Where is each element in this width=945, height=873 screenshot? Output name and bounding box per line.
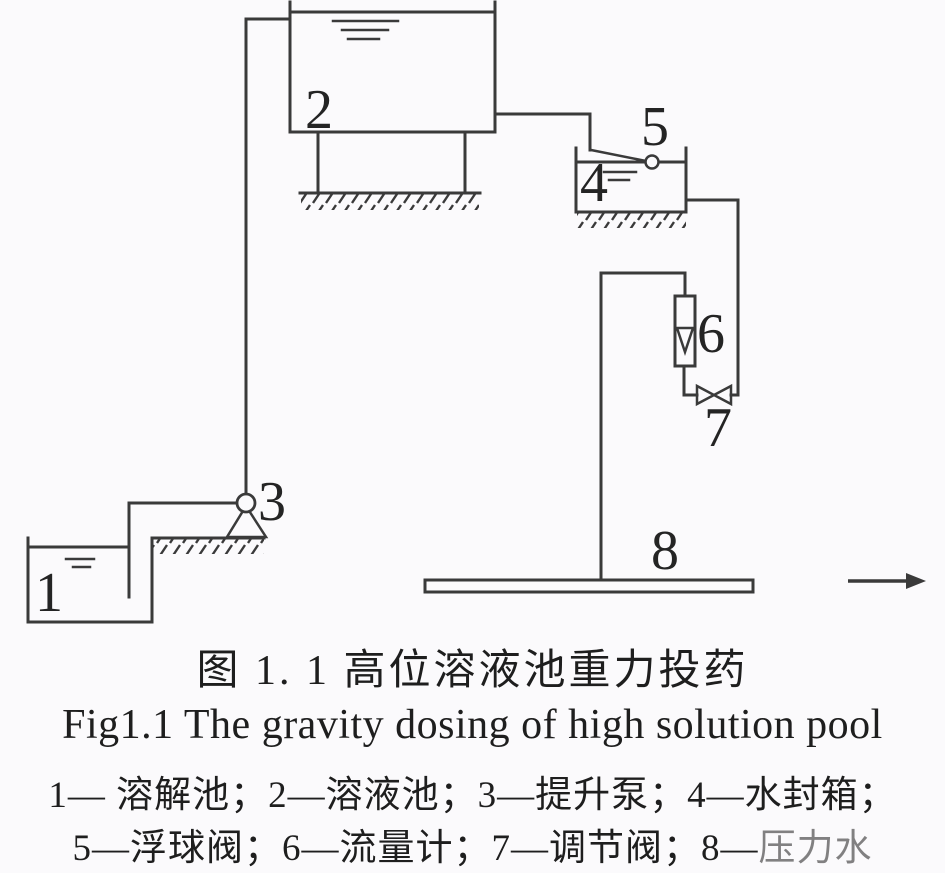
sealbox-outlet-pipe bbox=[684, 198, 740, 397]
piping bbox=[127, 17, 740, 599]
label-lift-pump: 3 bbox=[258, 471, 286, 533]
solution-pool-tank: 2 bbox=[288, 0, 497, 210]
flow-direction-arrow-icon bbox=[848, 573, 926, 589]
pump-suction-pipe bbox=[127, 501, 239, 599]
water-seal-box: 4 5 bbox=[574, 96, 688, 228]
label-flow-meter: 6 bbox=[697, 303, 725, 365]
flowmeter-body-icon bbox=[673, 294, 697, 368]
process-flow-diagram: 2 4 5 6 bbox=[26, 0, 926, 624]
arrow-head bbox=[906, 573, 926, 589]
label-dissolving-pool: 1 bbox=[35, 562, 63, 624]
figure-title-cn: 图 1. 1 高位溶液池重力投药 bbox=[196, 648, 749, 694]
float-valve-arm bbox=[589, 148, 648, 163]
pump-support-icon bbox=[224, 503, 269, 539]
float-ball-icon bbox=[644, 154, 660, 170]
tank2-outlet-pipe bbox=[493, 112, 592, 152]
lift-pump: 3 bbox=[150, 471, 286, 554]
label-pressure-pipe: 8 bbox=[651, 520, 679, 582]
label-regulating-valve: 7 bbox=[704, 397, 732, 459]
tank4-ground-hatch-icon bbox=[577, 213, 686, 228]
legend-line-2: 5—浮球阀；6—流量计；7—调节阀；8—压力水 bbox=[0, 817, 945, 871]
valve-icon bbox=[711, 383, 733, 407]
pressure-water-pipe: 8 bbox=[423, 520, 755, 594]
legend-line-2-faded: 压力水 bbox=[758, 828, 873, 869]
flowmeter-float-icon bbox=[675, 326, 695, 356]
regulating-valve: 7 bbox=[695, 383, 733, 459]
label-float-valve: 5 bbox=[641, 96, 669, 158]
figure-title-en: Fig1.1 The gravity dosing of high soluti… bbox=[62, 702, 883, 748]
valve-icon bbox=[695, 383, 717, 407]
tank2-outline bbox=[288, 0, 497, 134]
pipe8-body bbox=[423, 578, 755, 594]
tank2-ground-hatch-icon bbox=[301, 194, 479, 210]
pump-icon bbox=[235, 492, 257, 514]
flowmeter-down-pipe bbox=[599, 271, 687, 582]
legend-line-2-main: 5—浮球阀；6—流量计；7—调节阀；8— bbox=[72, 828, 759, 869]
valve-to-flowmeter-pipe bbox=[682, 364, 699, 397]
legend-line-1: 1— 溶解池；2—溶液池；3—提升泵；4—水封箱； bbox=[48, 775, 897, 816]
pump-riser-pipe bbox=[244, 17, 292, 496]
label-water-seal-box: 4 bbox=[580, 152, 608, 214]
pump-ground-hatch-icon bbox=[153, 539, 264, 554]
tank1-outline bbox=[26, 536, 154, 624]
flow-meter: 6 bbox=[673, 294, 725, 368]
dissolving-pool-tank: 1 bbox=[26, 536, 154, 624]
label-solution-pool: 2 bbox=[305, 79, 333, 141]
tank4-outline bbox=[574, 146, 688, 214]
